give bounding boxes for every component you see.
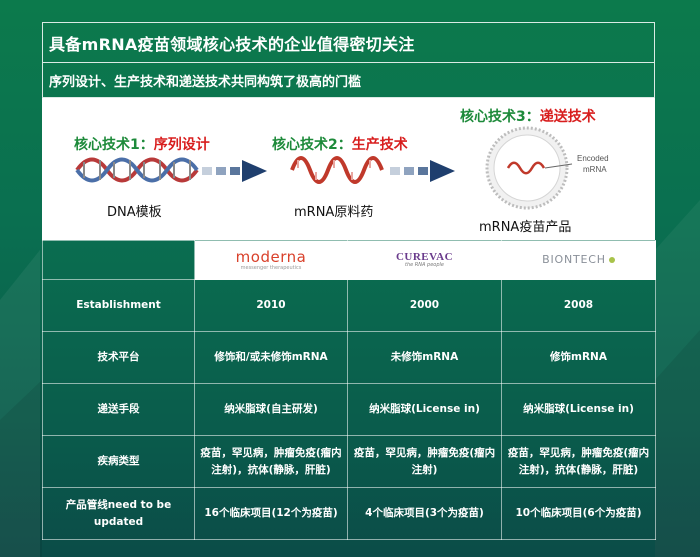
caption-mrna-vaccine: mRNA疫苗产品 — [479, 220, 572, 235]
moderna-logo: moderna messenger therapeutics — [236, 249, 307, 271]
table-row: Establishment 2010 2000 2008 — [42, 279, 656, 332]
arrow-1-icon — [202, 160, 267, 182]
core-technology-diagram: 核心技术1：序列设计 核心技术2：生产技术 核心技术3：递送技术 — [42, 98, 655, 240]
row-label-delivery: 递送手段 — [42, 383, 195, 436]
table-cell: 纳米脂球(License in) — [501, 383, 656, 436]
table-cell: 16个临床项目(12个为疫苗) — [194, 487, 348, 540]
tech1-label: 核心技术1：序列设计 — [74, 134, 210, 154]
biontech-dot-icon — [608, 256, 615, 263]
arrow-2-icon — [390, 160, 455, 182]
encoded-mrna-label: Encoded — [577, 154, 609, 163]
tech3-name: 递送技术 — [539, 109, 596, 125]
encoded-mrna-label-2: mRNA — [583, 165, 607, 174]
caption-dna-template: DNA模板 — [107, 205, 162, 220]
table-cell: 2000 — [347, 279, 502, 332]
company-comparison-table: moderna messenger therapeutics CUREVAC t… — [42, 240, 656, 540]
moderna-logo-tagline: messenger therapeutics — [240, 264, 302, 271]
tech3-label: 核心技术3：递送技术 — [460, 106, 596, 126]
table-cell: 纳米脂球(License in) — [347, 383, 502, 436]
mrna-strand-icon — [290, 156, 384, 184]
table-row: 产品管线need to be updated 16个临床项目(12个为疫苗) 4… — [42, 487, 656, 540]
table-cell: 修饰mRNA — [501, 331, 656, 384]
page-subtitle: 序列设计、生产技术和递送技术共同构筑了极高的门槛 — [42, 62, 655, 98]
row-label-establishment: Establishment — [42, 279, 195, 332]
table-cell: 疫苗，罕见病，肿瘤免疫(瘤内注射)，抗体(静脉，肝脏) — [194, 435, 348, 488]
row-label-disease: 疾病类型 — [42, 435, 195, 488]
tech2-label: 核心技术2：生产技术 — [272, 134, 408, 154]
tech1-prefix: 核心技术1： — [74, 137, 154, 153]
curevac-logo: CUREVAC the RNA people — [396, 251, 453, 269]
table-cell: 疫苗，罕见病，肿瘤免疫(瘤内注射) — [347, 435, 502, 488]
table-cell: 2010 — [194, 279, 348, 332]
table-cell: 未修饰mRNA — [347, 331, 502, 384]
moderna-logo-cell: moderna messenger therapeutics — [194, 240, 348, 280]
logo-row: moderna messenger therapeutics CUREVAC t… — [42, 240, 656, 280]
lipid-nanoparticle-icon — [485, 126, 573, 210]
table-cell: 4个临床项目(3个为疫苗) — [347, 487, 502, 540]
page-title: 具备mRNA疫苗领域核心技术的企业值得密切关注 — [42, 22, 655, 62]
row-label-pipeline: 产品管线need to be updated — [42, 487, 195, 540]
header-empty-cell — [42, 240, 195, 280]
row-label-platform: 技术平台 — [42, 331, 195, 384]
table-row: 递送手段 纳米脂球(自主研发) 纳米脂球(License in) 纳米脂球(Li… — [42, 383, 656, 436]
biontech-logo-cell: BIONTECH — [501, 240, 656, 280]
table-row: 技术平台 修饰和/或未修饰mRNA 未修饰mRNA 修饰mRNA — [42, 331, 656, 384]
caption-mrna-api: mRNA原料药 — [294, 205, 374, 220]
curevac-logo-tagline: the RNA people — [405, 262, 444, 269]
biontech-logo-text: BIONTECH — [542, 253, 606, 267]
table-cell: 疫苗，罕见病，肿瘤免疫(瘤内注射)，抗体(静脉，肝脏) — [501, 435, 656, 488]
tech3-prefix: 核心技术3： — [460, 109, 540, 125]
curevac-logo-text: CUREVAC — [395, 251, 454, 264]
tech2-prefix: 核心技术2： — [272, 137, 352, 153]
table-cell: 10个临床项目(6个为疫苗) — [501, 487, 656, 540]
table-cell: 修饰和/或未修饰mRNA — [194, 331, 348, 384]
table-cell: 2008 — [501, 279, 656, 332]
table-cell: 纳米脂球(自主研发) — [194, 383, 348, 436]
tech2-name: 生产技术 — [351, 137, 408, 153]
table-row: 疾病类型 疫苗，罕见病，肿瘤免疫(瘤内注射)，抗体(静脉，肝脏) 疫苗，罕见病，… — [42, 435, 656, 488]
tech1-name: 序列设计 — [153, 137, 210, 153]
dna-helix-icon — [75, 157, 199, 183]
moderna-logo-text: moderna — [235, 248, 307, 266]
curevac-logo-cell: CUREVAC the RNA people — [347, 240, 502, 280]
biontech-logo: BIONTECH — [542, 251, 615, 268]
